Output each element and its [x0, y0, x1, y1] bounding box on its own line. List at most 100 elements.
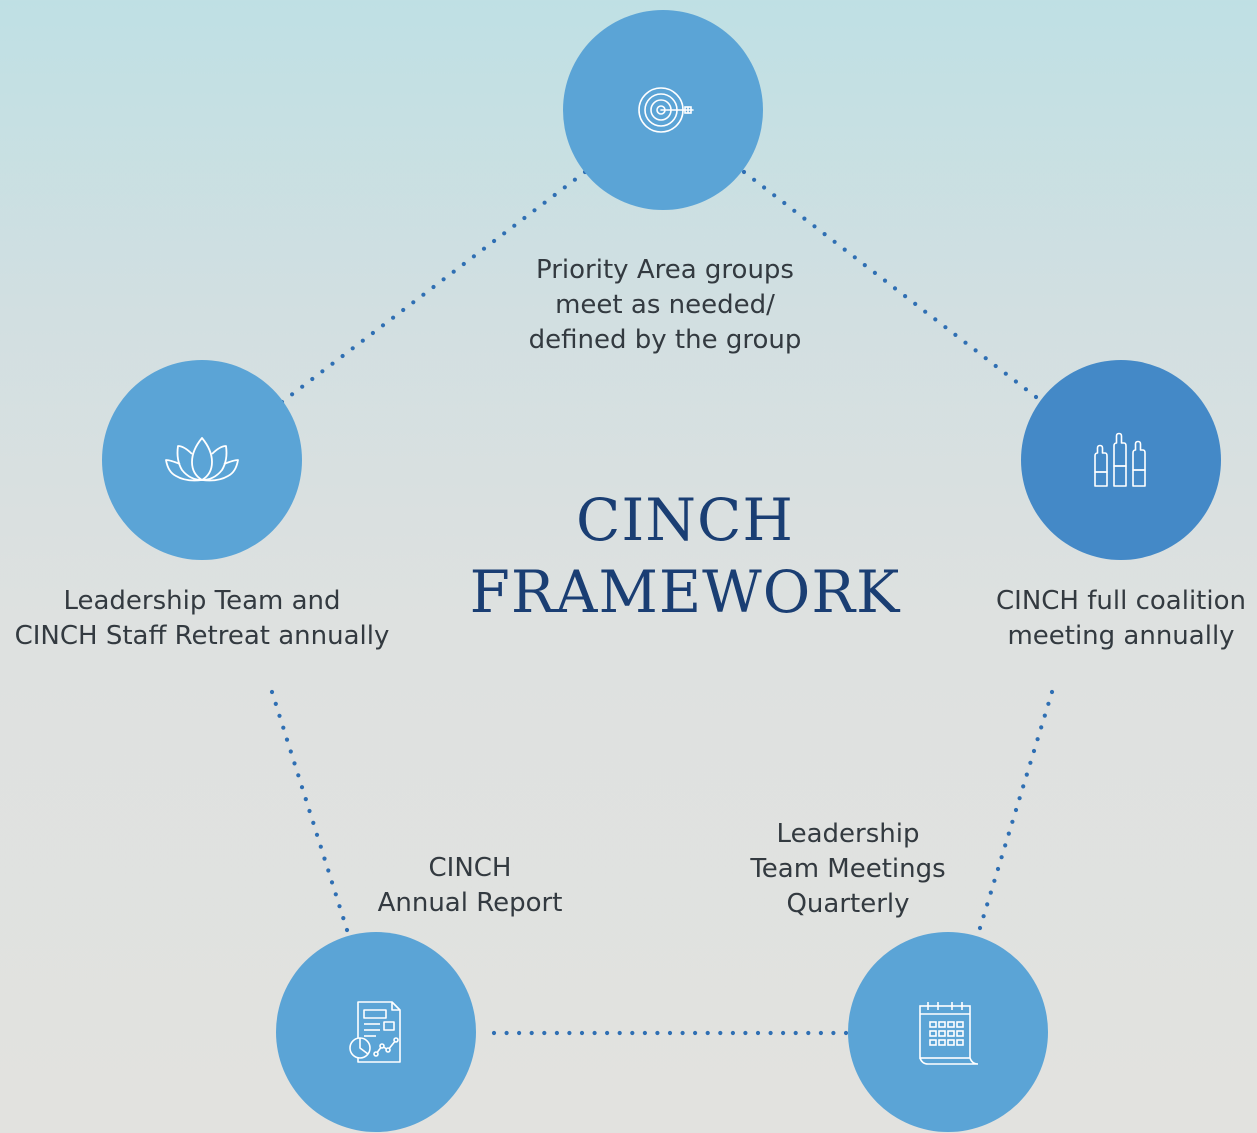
connector-dot	[882, 278, 888, 283]
connector-dot	[504, 1030, 509, 1036]
connector-dot	[350, 346, 355, 351]
connector-dot	[333, 892, 338, 897]
connector-dot	[311, 820, 316, 826]
connector-dot	[273, 701, 278, 707]
connector-dot	[284, 737, 290, 742]
calendar-icon	[919, 1002, 979, 1065]
connector-dot	[1031, 748, 1037, 754]
priority-area-node	[563, 10, 763, 210]
connector-dot	[314, 832, 320, 837]
connector-dot	[1028, 760, 1033, 765]
connector-dot	[288, 749, 293, 754]
connector-dot	[1049, 689, 1055, 695]
connector-dot	[718, 1030, 723, 1036]
connector-dot	[512, 223, 517, 228]
connector-dot	[391, 315, 396, 320]
connector-dot	[522, 215, 527, 221]
raised-hands-icon	[1094, 432, 1146, 487]
connector-dot	[337, 904, 342, 909]
connector-dot	[872, 270, 878, 275]
connector-dot	[1042, 713, 1047, 718]
connector-dot	[762, 185, 767, 190]
connector-dot	[411, 300, 416, 305]
connector-dot	[988, 890, 993, 895]
connector-dot	[1024, 772, 1029, 777]
connector-dot	[277, 713, 282, 718]
connector-dot	[1046, 701, 1051, 706]
connector-dot	[693, 1030, 698, 1036]
connector-dot	[290, 392, 295, 397]
connector-dot	[806, 1030, 811, 1036]
connector-dot	[562, 185, 567, 190]
connector-dot	[380, 323, 386, 328]
connector-dot	[492, 238, 497, 244]
connector-dot	[307, 808, 312, 814]
connector-dot	[1039, 725, 1044, 730]
connector-dot	[782, 200, 787, 206]
annual-report-label: CINCH Annual Report	[377, 853, 563, 918]
connector-dot	[793, 1030, 798, 1036]
connector-dot	[903, 294, 908, 299]
connector-dot	[913, 301, 918, 306]
connector-dot	[772, 193, 777, 198]
connector-dot	[299, 785, 305, 790]
connector-dot	[330, 361, 335, 366]
connector-dot	[1013, 807, 1019, 813]
priority-area-label: Priority Area groups meet as needed/ def…	[528, 255, 802, 355]
connector-dot	[1003, 843, 1008, 848]
connector-dot	[983, 356, 988, 361]
connector-dot	[617, 1030, 622, 1036]
connector-dot	[832, 239, 837, 244]
connector-dot	[792, 208, 797, 213]
connector-dot	[344, 927, 350, 933]
connector-dot	[579, 1030, 585, 1036]
connector-dot	[296, 773, 301, 778]
connector-dot	[554, 1030, 560, 1036]
connector-dot	[341, 916, 346, 921]
connector-dot	[269, 689, 275, 695]
connector-dot	[995, 866, 1001, 872]
framework-title: CINCH FRAMEWORK	[440, 484, 930, 628]
connector-dot	[1021, 784, 1026, 789]
connector-dot	[981, 914, 986, 919]
connector-dot	[303, 797, 308, 802]
connector-dot	[461, 261, 466, 267]
connector-dot	[592, 1030, 597, 1036]
connector-dot	[953, 332, 958, 337]
connector-dot	[642, 1030, 648, 1036]
connector-dot	[300, 384, 305, 389]
connector-dot	[741, 169, 747, 175]
connector-dot	[963, 340, 968, 345]
connector-dot	[491, 1030, 497, 1036]
connector-dot	[862, 263, 867, 268]
leadership-meetings-label: Leadership Team Meetings Quarterly	[750, 819, 946, 919]
connector-dot	[933, 317, 938, 322]
connector-dot	[977, 925, 983, 931]
connector-dot	[529, 1030, 534, 1036]
connector-dot	[481, 246, 487, 251]
connector-dot	[730, 1030, 736, 1036]
coalition-meeting-node	[1021, 360, 1221, 560]
connector-dot	[451, 269, 456, 274]
connector-dot	[667, 1030, 673, 1036]
connector-dot	[552, 192, 557, 198]
connector-dot	[360, 338, 365, 343]
connector-dot	[999, 855, 1004, 860]
connector-dot	[812, 224, 817, 229]
connector-dot	[1033, 394, 1039, 400]
connector-dot	[322, 856, 327, 861]
connector-dot	[471, 254, 476, 259]
connector-dot	[532, 208, 537, 213]
connector-dot	[630, 1030, 635, 1036]
connector-dot	[818, 1030, 824, 1036]
connector-dot	[831, 1030, 836, 1036]
title-line-1: CINCH	[576, 486, 794, 554]
connector-dot	[281, 725, 286, 730]
connector-dot	[421, 292, 426, 297]
connector-dot	[781, 1030, 786, 1036]
connector-dot	[326, 868, 331, 873]
connector-dot	[329, 880, 335, 885]
connector-dot	[1003, 371, 1008, 376]
connector-dot	[318, 844, 323, 849]
